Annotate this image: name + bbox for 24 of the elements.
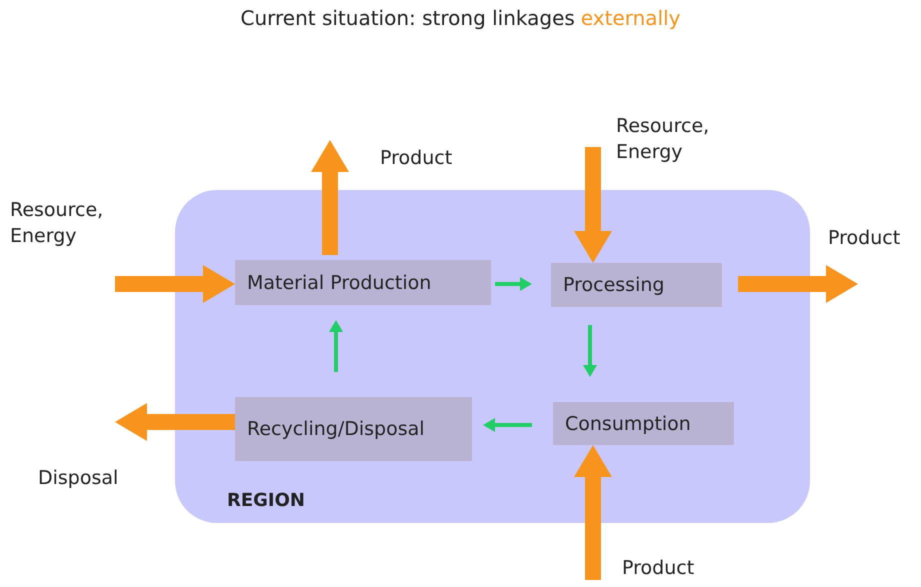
arrow: [115, 403, 235, 441]
arrow: [574, 445, 612, 580]
arrow: [574, 147, 612, 263]
arrow: [495, 277, 532, 291]
flow-label: Resource, Energy: [10, 198, 115, 298]
arrow: [329, 320, 343, 372]
process-box: Consumption: [553, 402, 734, 445]
flow-label: Resource, Energy: [583, 114, 726, 180]
process-box: Processing: [551, 263, 722, 307]
region-area: [175, 190, 810, 523]
arrow: [115, 265, 235, 303]
arrow: [738, 265, 858, 303]
process-box: Material Production: [235, 260, 491, 305]
diagram-title: Current situation: strong linkages: [240, 6, 575, 30]
flow-label: Product: [828, 226, 920, 302]
flow-label: Product: [583, 556, 713, 586]
flow-label: Disposal: [38, 410, 138, 496]
arrow: [311, 140, 349, 255]
flow-label: Product: [320, 140, 470, 176]
region-label: REGION: [227, 490, 305, 511]
arrow: [483, 418, 532, 432]
process-box: Recycling/Disposal: [235, 397, 472, 461]
title-emphasis: externally: [580, 6, 681, 30]
arrow: [583, 325, 597, 377]
